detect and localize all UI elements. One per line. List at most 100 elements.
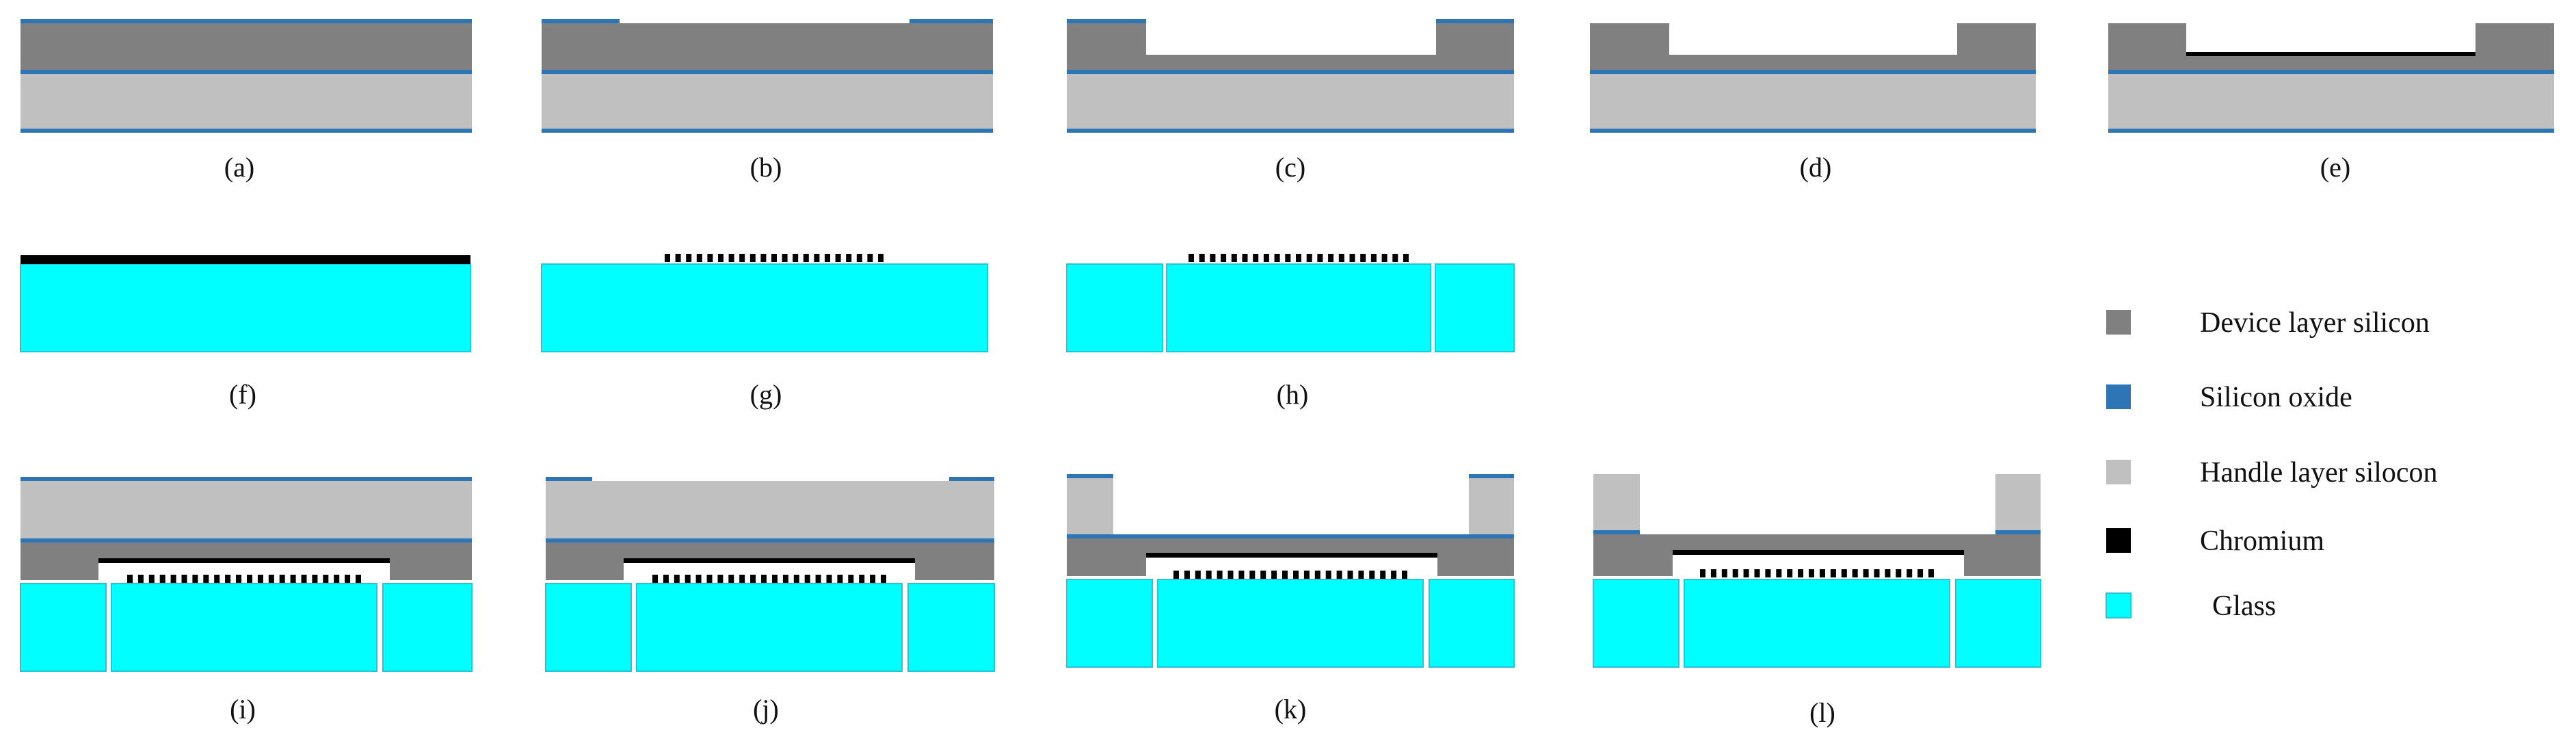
grating-line [1173, 571, 1179, 579]
grating-line [1210, 254, 1216, 262]
legend-item-glass: Glass [2106, 590, 2276, 622]
oxide-buried [21, 70, 472, 74]
grating-line [782, 254, 788, 262]
glass-side-right [1429, 579, 1515, 668]
step-c [1067, 19, 1514, 133]
grating-line [837, 575, 843, 583]
grating-line [1787, 569, 1793, 577]
grating-line [1896, 569, 1902, 577]
grating-line [1721, 569, 1727, 577]
caption-j: (j) [753, 694, 779, 725]
glass-side-left [545, 583, 632, 672]
handle-layer [2108, 74, 2554, 130]
grating-line [665, 254, 670, 262]
glass-side-right [382, 583, 473, 672]
oxide-top [21, 477, 472, 481]
legend-item-handle: Handle layer silocon [2106, 457, 2438, 488]
grating-line [793, 575, 799, 583]
legend-swatch-handle [2106, 460, 2131, 484]
grating-line [1743, 569, 1749, 577]
oxide-buried [1067, 534, 1514, 538]
caption-c: (c) [1275, 152, 1305, 183]
grating-line [1852, 569, 1858, 577]
oxide-mask-right [949, 477, 994, 481]
grating-line [1349, 254, 1355, 262]
grating-line [1841, 569, 1847, 577]
grating-line [1189, 254, 1194, 262]
grating-line [1392, 254, 1398, 262]
grating-line [1253, 254, 1259, 262]
grating-line [706, 575, 713, 583]
legend-label-handle: Handle layer silocon [2200, 457, 2438, 488]
grating-line [236, 575, 241, 583]
handle-post-left [1593, 474, 1640, 530]
oxide-bottom [1590, 129, 2036, 133]
handle-layer [546, 481, 994, 538]
handle-layer [1590, 74, 2036, 130]
caption-k: (k) [1275, 694, 1307, 725]
legend-label-glass: Glass [2212, 590, 2276, 622]
grating-line [870, 575, 876, 583]
grating-line [1195, 571, 1201, 579]
grating-line [148, 575, 155, 583]
oxide-buried [1590, 70, 2036, 74]
glass-center [636, 583, 903, 672]
grating-line [803, 254, 809, 262]
grating-line [1907, 569, 1913, 577]
grating-line [1391, 571, 1397, 579]
chromium-film [1146, 553, 1437, 558]
oxide-buried [1067, 70, 1514, 74]
grating-line [1863, 569, 1869, 577]
grating-line [290, 575, 296, 583]
oxide-mask-right [909, 19, 993, 23]
grating-line [1317, 254, 1323, 262]
oxide-buried [2108, 70, 2554, 74]
grating-line [728, 254, 734, 262]
grating-line [696, 254, 702, 262]
glass-side-left [1066, 263, 1163, 352]
grating-line [1221, 254, 1227, 262]
grating-line [1314, 571, 1320, 579]
caption-l: (l) [1809, 697, 1835, 728]
glass-center [1166, 263, 1431, 352]
glass-center [111, 583, 377, 672]
grating-line [749, 254, 756, 262]
step-j [545, 477, 995, 672]
grating-line [793, 254, 799, 262]
cavity [1146, 554, 1437, 576]
grating-line [1260, 571, 1266, 579]
chromium-grating [652, 575, 886, 583]
grating-line [761, 575, 767, 583]
grating-line [1358, 571, 1364, 579]
caption-i: (i) [230, 694, 256, 725]
grating-line [1303, 571, 1310, 579]
grating-line [815, 575, 821, 583]
grating-line [695, 575, 702, 583]
grating-line [1184, 571, 1190, 579]
grating-line [1830, 569, 1836, 577]
grating-line [1798, 569, 1804, 577]
glass-side-right [907, 583, 995, 672]
grating-line [772, 575, 778, 583]
grating-line [867, 254, 873, 262]
oxide-stub-right [1995, 530, 2041, 534]
grating-line [1928, 569, 1934, 577]
step-e [2108, 23, 2554, 133]
grating-line [1402, 571, 1407, 579]
grating-line [771, 254, 777, 262]
step-l [1593, 474, 2041, 668]
handle-post-left [1067, 478, 1113, 534]
grating-line [717, 575, 723, 583]
grating-line [1199, 254, 1205, 262]
grating-line [1296, 254, 1301, 262]
grating-line [323, 575, 329, 583]
grating-line [1370, 254, 1377, 262]
handle-layer [1067, 74, 1514, 130]
grating-line [1347, 571, 1353, 579]
chromium-grating [1189, 254, 1409, 262]
legend-item-chromium: Chromium [2106, 525, 2324, 557]
grating-line [739, 254, 745, 262]
grating-line [137, 575, 144, 583]
grating-line [356, 575, 361, 583]
step-d [1590, 23, 2036, 133]
